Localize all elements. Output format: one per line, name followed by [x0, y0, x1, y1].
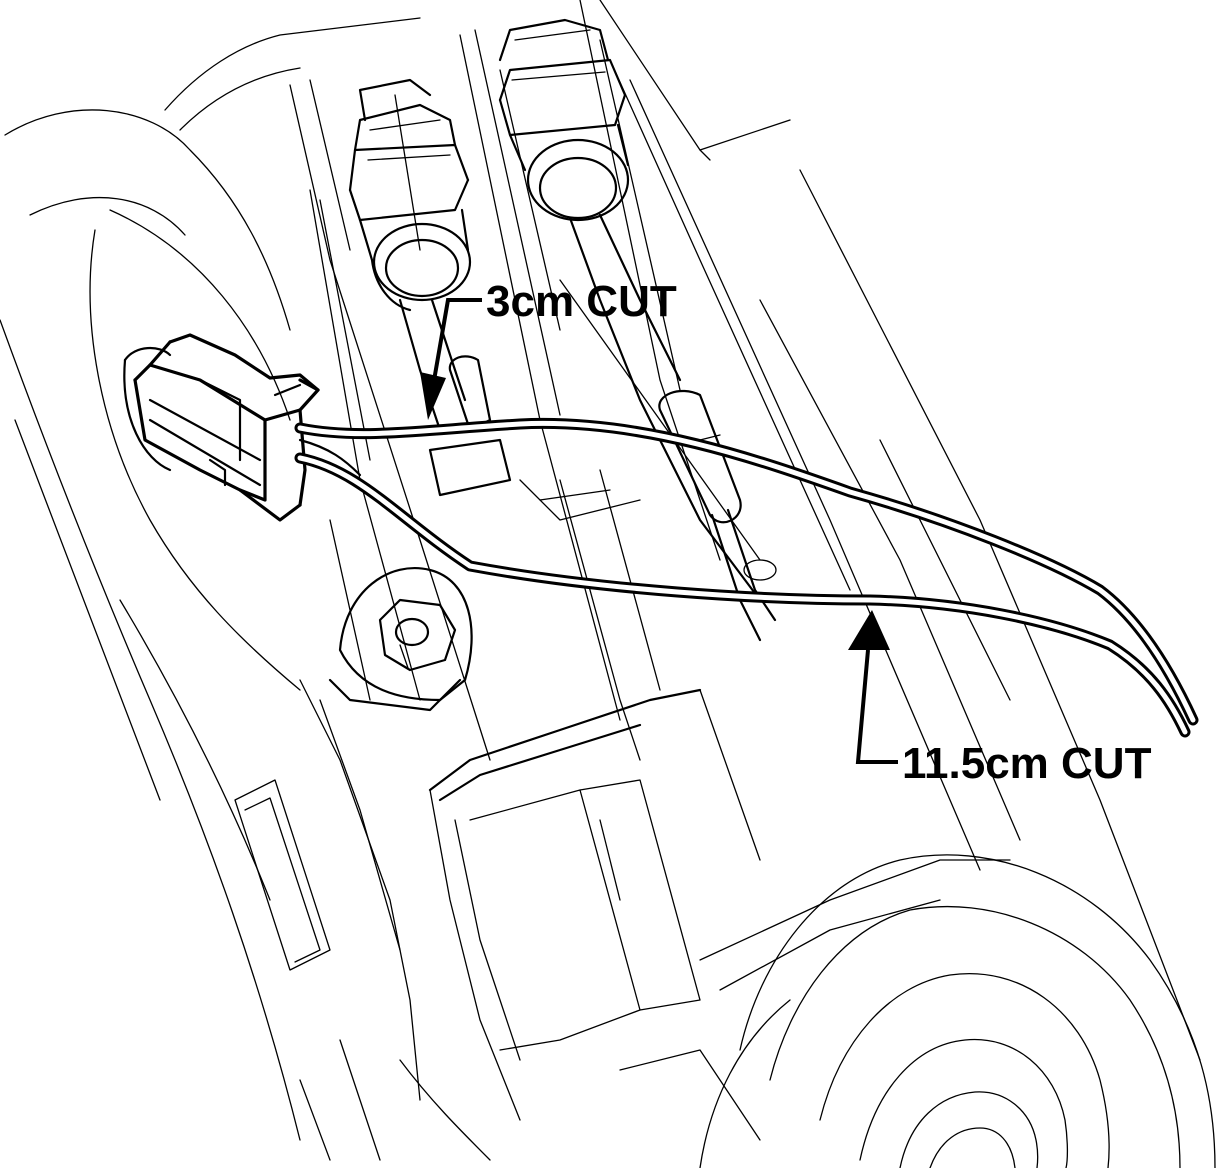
short-cut-callout: 3cm CUT: [420, 277, 677, 420]
cable-clip-left: [348, 78, 472, 432]
short-cut-leader: [430, 298, 482, 393]
long-cut-leader: [855, 649, 898, 764]
long-cut-callout: 11.5cm CUT: [848, 610, 1152, 788]
long-cut-arrowhead: [848, 610, 890, 650]
long-cut-label: 11.5cm CUT: [902, 739, 1152, 788]
wire-harness: [294, 417, 1199, 738]
cable-clip-right: [498, 18, 762, 602]
wire-connector: [123, 333, 320, 522]
hex-nut: [328, 567, 473, 712]
cable-rod-left: [428, 355, 641, 521]
short-cut-label: 3cm CUT: [486, 277, 677, 326]
short-cut-arrowhead: [420, 372, 446, 420]
